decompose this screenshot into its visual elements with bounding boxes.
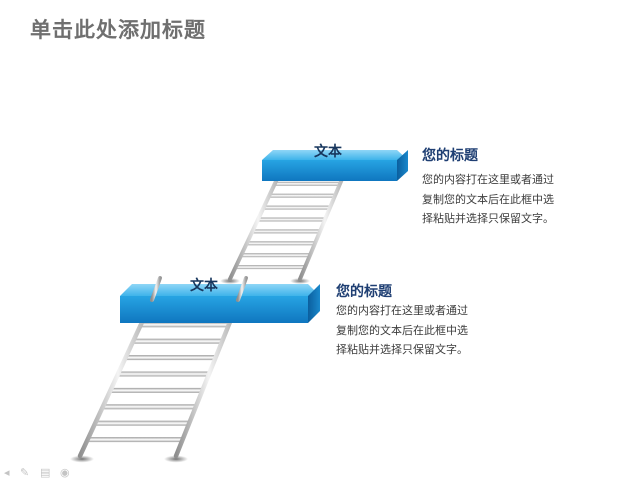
ladder-rung <box>140 322 229 328</box>
ladder-rung <box>235 265 305 270</box>
ladder-rung <box>241 253 310 258</box>
ladder-rung <box>258 217 325 222</box>
step-1-body[interactable]: 您的内容打在这里或者通过 复制您的文本后在此框中选 择粘贴并选择只保留文字。 <box>336 304 468 356</box>
ladder-rung <box>274 181 340 186</box>
ladder-rung <box>102 404 196 410</box>
menu-icon[interactable]: ▤ <box>40 466 51 479</box>
ladder-rung <box>87 437 183 443</box>
eye-icon[interactable]: ◉ <box>60 466 70 479</box>
ladder-foot-shadow <box>164 455 188 463</box>
step-1-heading[interactable]: 您的标题 <box>336 284 392 300</box>
ladder-rail-top <box>236 276 248 302</box>
slide-title[interactable]: 单击此处添加标题 <box>30 18 206 42</box>
ladder-rail-top <box>150 276 162 302</box>
upper-block <box>262 150 408 181</box>
step-2-body[interactable]: 您的内容打在这里或者通过 复制您的文本后在此框中选 择粘贴并选择只保留文字。 <box>422 173 554 225</box>
ladder-foot-shadow <box>290 278 310 284</box>
step-2-heading[interactable]: 您的标题 <box>422 148 478 164</box>
lower-block <box>120 284 320 323</box>
ladder-rung <box>252 229 320 234</box>
ladder-foot-shadow <box>220 278 240 284</box>
ladder-rung <box>269 193 335 198</box>
ladder-rung <box>125 355 216 361</box>
ladder-rung <box>263 205 330 210</box>
arrow-icon[interactable]: ◂ <box>4 466 10 479</box>
ladder-foot-shadow <box>70 455 94 463</box>
ladder-rung <box>133 338 223 344</box>
ladder-rung <box>95 420 190 426</box>
ladder-rung <box>118 371 209 377</box>
pen-icon[interactable]: ✎ <box>20 466 30 479</box>
step-1-block-label[interactable]: 文本 <box>190 278 218 294</box>
ladder-rung <box>110 387 203 393</box>
step-2-block-label[interactable]: 文本 <box>314 144 342 160</box>
ladder-rung <box>246 241 315 246</box>
